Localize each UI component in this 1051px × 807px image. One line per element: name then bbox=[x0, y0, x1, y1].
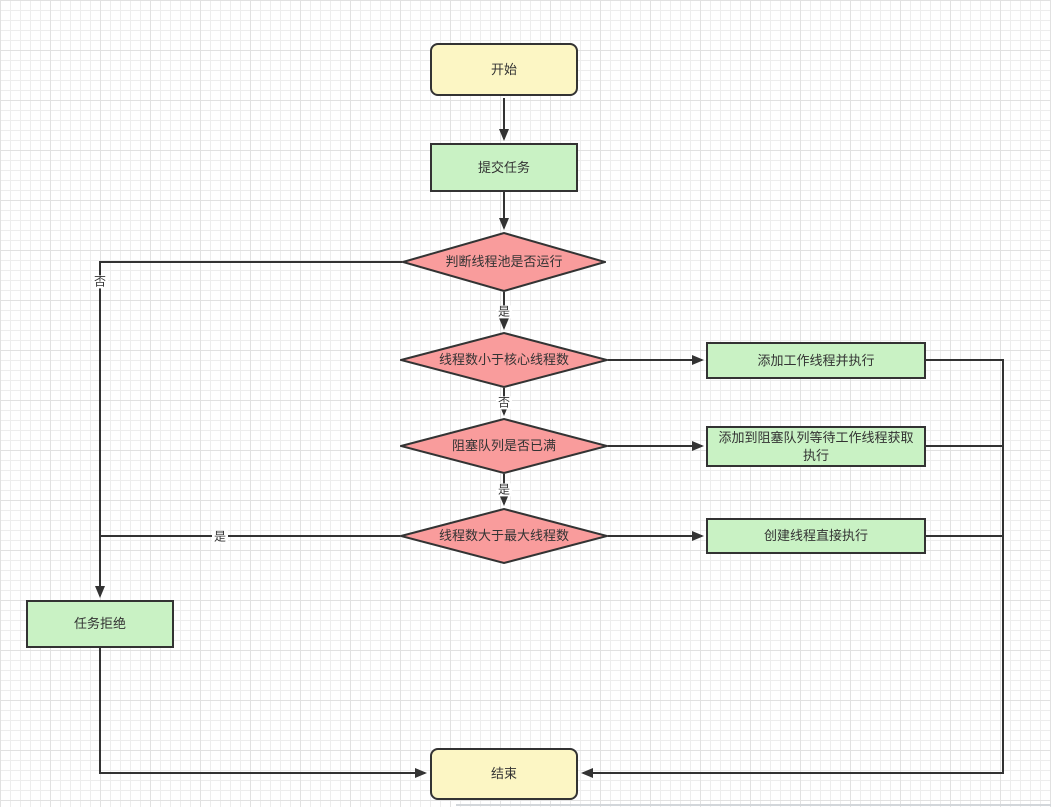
node-end[interactable]: 结束 bbox=[430, 748, 578, 800]
node-decision-greater-than-max[interactable]: 线程数大于最大线程数 bbox=[400, 508, 608, 564]
node-submit-task[interactable]: 提交任务 bbox=[430, 143, 578, 192]
edge-label-core-check-no[interactable]: 否 bbox=[495, 395, 513, 410]
diamond-shape bbox=[400, 418, 608, 474]
node-start[interactable]: 开始 bbox=[430, 43, 578, 96]
node-add-worker-thread[interactable]: 添加工作线程并执行 bbox=[706, 342, 926, 379]
edge-reject-to-end[interactable] bbox=[99, 648, 427, 778]
canvas-bottom-edge bbox=[456, 804, 1051, 806]
node-add-to-queue-label: 添加到阻塞队列等待工作线程获取执行 bbox=[718, 429, 914, 463]
edge-label-pool-running-yes[interactable]: 是 bbox=[495, 304, 513, 319]
node-task-rejected-label: 任务拒绝 bbox=[73, 616, 126, 632]
node-submit-task-label: 提交任务 bbox=[477, 159, 530, 175]
edge-pool-running-no-to-reject[interactable] bbox=[95, 261, 402, 598]
node-create-thread-direct-label: 创建线程直接执行 bbox=[763, 528, 868, 544]
edge-label-queue-full-yes[interactable]: 是 bbox=[495, 482, 513, 497]
edge-label-pool-running-no[interactable]: 否 bbox=[91, 274, 109, 289]
node-decision-queue-full-label: 阻塞队列是否已满 bbox=[451, 438, 556, 454]
edge-label-max-check-yes[interactable]: 是 bbox=[211, 529, 229, 544]
node-end-label: 结束 bbox=[490, 766, 517, 782]
node-decision-less-than-core[interactable]: 线程数小于核心线程数 bbox=[400, 332, 608, 388]
node-add-worker-thread-label: 添加工作线程并执行 bbox=[757, 352, 875, 368]
node-decision-pool-running-label: 判断线程池是否运行 bbox=[445, 254, 563, 270]
diamond-shape bbox=[400, 332, 608, 388]
node-decision-greater-than-max-label: 线程数大于最大线程数 bbox=[438, 528, 569, 544]
diamond-shape bbox=[402, 232, 606, 292]
node-decision-queue-full[interactable]: 阻塞队列是否已满 bbox=[400, 418, 608, 474]
node-create-thread-direct[interactable]: 创建线程直接执行 bbox=[706, 518, 926, 554]
edge-add-worker-to-end[interactable] bbox=[581, 359, 1004, 778]
node-decision-pool-running[interactable]: 判断线程池是否运行 bbox=[402, 232, 606, 292]
node-decision-less-than-core-label: 线程数小于核心线程数 bbox=[438, 352, 569, 368]
node-add-to-queue[interactable]: 添加到阻塞队列等待工作线程获取执行 bbox=[706, 426, 926, 467]
node-task-rejected[interactable]: 任务拒绝 bbox=[26, 600, 174, 648]
node-start-label: 开始 bbox=[490, 61, 517, 77]
diamond-shape bbox=[400, 508, 608, 564]
